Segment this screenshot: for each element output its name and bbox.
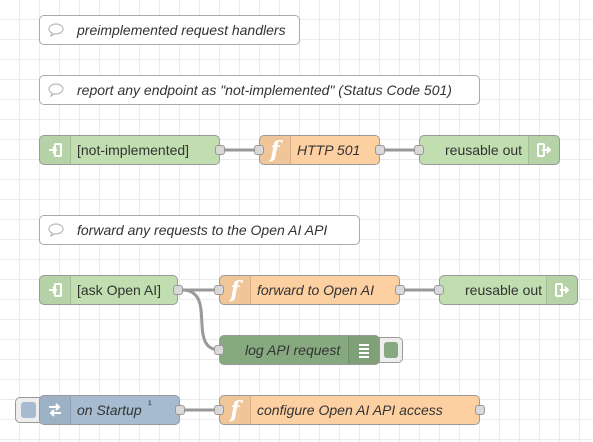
node-label: [not-implemented] (77, 142, 190, 158)
node-label: on Startup (77, 402, 142, 418)
function-node-configure-openai[interactable]: f configure Open AI API access (214, 395, 485, 425)
comment-bubble-icon (40, 76, 70, 104)
debug-node-log-api-request[interactable]: log API request (214, 335, 380, 365)
input-port[interactable] (214, 285, 224, 295)
output-port[interactable] (395, 285, 405, 295)
node-label: [ask Open AI] (77, 282, 162, 298)
function-icon: f (260, 136, 291, 164)
comment-node-not-implemented[interactable]: report any endpoint as "not-implemented"… (39, 75, 480, 105)
output-port[interactable] (375, 145, 385, 155)
function-node-http501[interactable]: f HTTP 501 (254, 135, 385, 165)
output-port[interactable] (173, 285, 183, 295)
debug-toggle-button[interactable] (379, 337, 403, 363)
comment-bubble-icon (40, 16, 70, 44)
output-port[interactable] (175, 405, 185, 415)
comment-label: preimplemented request handlers (77, 22, 286, 38)
inject-trigger-indicator (21, 402, 36, 418)
function-icon: f (220, 396, 251, 424)
link-in-icon (40, 136, 71, 164)
function-node-forward-openai[interactable]: f forward to Open AI (214, 275, 405, 305)
output-port[interactable] (215, 145, 225, 155)
comment-label: report any endpoint as "not-implemented"… (77, 82, 452, 98)
comment-bubble-icon (40, 216, 70, 244)
link-in-node-ask-openai[interactable]: [ask Open AI] (39, 275, 183, 305)
node-label: forward to Open AI (257, 282, 374, 298)
link-out-icon (528, 136, 559, 164)
input-port[interactable] (214, 405, 224, 415)
link-out-node-reusable-1[interactable]: reusable out (414, 135, 560, 165)
wire-ask-openai-to-log[interactable] (181, 288, 221, 352)
inject-node-on-startup[interactable]: on Startup ¹ (39, 395, 185, 425)
link-in-icon (40, 276, 71, 304)
link-out-node-reusable-2[interactable]: reusable out (434, 275, 578, 305)
debug-toggle-indicator (384, 342, 398, 358)
input-port[interactable] (254, 145, 264, 155)
function-icon: f (220, 276, 251, 304)
node-label: configure Open AI API access (257, 402, 443, 418)
link-out-icon (546, 276, 577, 304)
inject-trigger-button[interactable] (15, 397, 41, 423)
node-label: reusable out (445, 142, 523, 158)
input-port[interactable] (214, 345, 224, 355)
comment-label: forward any requests to the Open AI API (77, 222, 328, 238)
comment-node-preimplemented[interactable]: preimplemented request handlers (39, 15, 300, 45)
node-label: HTTP 501 (297, 142, 361, 158)
inject-arrows-icon (40, 396, 71, 424)
repeat-badge: ¹ (148, 399, 152, 411)
output-port[interactable] (475, 405, 485, 415)
node-label: reusable out (465, 282, 543, 298)
input-port[interactable] (434, 285, 444, 295)
debug-list-icon (348, 336, 379, 364)
link-in-node-not-implemented[interactable]: [not-implemented] (39, 135, 225, 165)
input-port[interactable] (414, 145, 424, 155)
node-label: log API request (245, 342, 341, 358)
comment-node-forward[interactable]: forward any requests to the Open AI API (39, 215, 360, 245)
